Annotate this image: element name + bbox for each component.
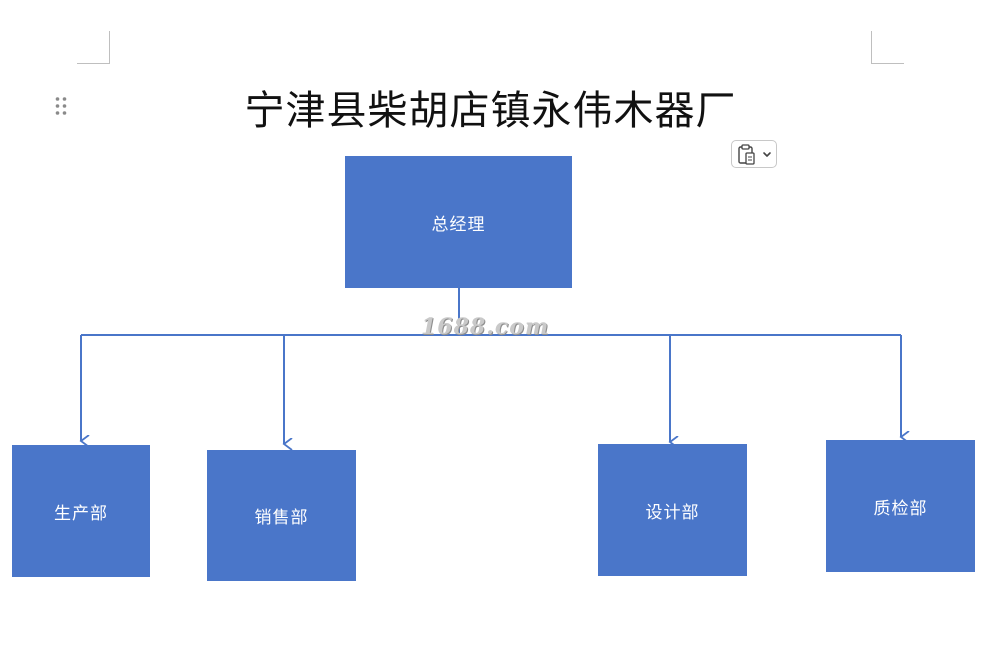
page-corner-mark-top-right bbox=[871, 31, 904, 64]
paste-options-button[interactable] bbox=[731, 140, 777, 168]
org-node-label: 总经理 bbox=[431, 214, 486, 235]
clipboard-icon bbox=[738, 144, 755, 165]
watermark-text: 1688.com bbox=[421, 314, 550, 340]
chevron-down-icon bbox=[763, 152, 771, 157]
org-node-label: 生产部 bbox=[54, 503, 108, 524]
page-corner-mark-top-left bbox=[77, 31, 110, 64]
org-node-general-manager[interactable]: 总经理 bbox=[345, 156, 572, 288]
drag-handle-icon[interactable] bbox=[54, 96, 68, 116]
org-node-design-dept[interactable]: 设计部 bbox=[598, 444, 747, 576]
org-node-label: 质检部 bbox=[873, 498, 928, 519]
document-title: 宁津县柴胡店镇永伟木器厂 bbox=[244, 88, 737, 134]
org-node-production-dept[interactable]: 生产部 bbox=[12, 445, 150, 577]
org-node-qc-dept[interactable]: 质检部 bbox=[826, 440, 975, 572]
org-node-label: 销售部 bbox=[254, 508, 309, 528]
org-node-sales-dept[interactable]: 销售部 bbox=[207, 450, 356, 581]
org-node-label: 设计部 bbox=[645, 502, 700, 523]
